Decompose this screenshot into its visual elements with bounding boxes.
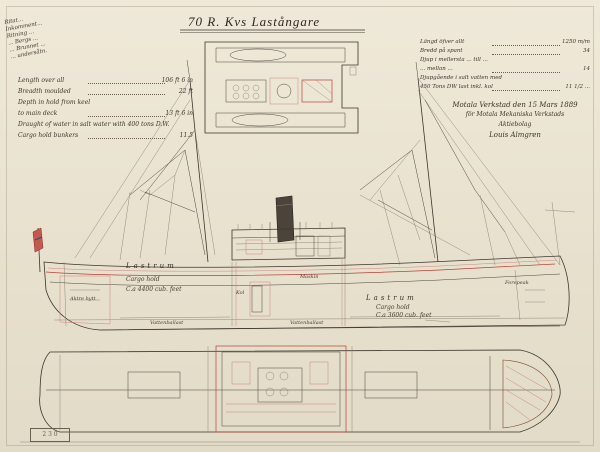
leader-dots: [492, 45, 560, 46]
spec-value: 13 ft 6 in: [165, 110, 193, 117]
upper-deck-plan: [204, 41, 359, 134]
spec-row: 450 Tons DW last inkl. kol 11 1/2 ...: [420, 84, 590, 94]
spec-row: Cargo hold bunkers 11.5: [18, 133, 193, 144]
leader-dots: [88, 83, 165, 84]
spec-row: Längd öfver allt 1250 m/m: [420, 39, 590, 49]
engine-label: Maskin: [300, 274, 319, 280]
signature-line: för Motala Mekaniska Verkstads: [465, 111, 565, 118]
catalog-stamp: 2 3 0: [30, 428, 70, 442]
fore-mast: [74, 59, 216, 263]
spec-label: Draught of water in salt water with 400 …: [18, 121, 170, 128]
spec-label: Depth in hold from keel: [18, 99, 91, 106]
spec-table-left: Length over all 106 ft 6 in Breadth moul…: [18, 78, 193, 144]
hull-profile: [43, 255, 570, 331]
spec-label: Breadth moulded: [18, 88, 71, 95]
lastrum-aft-label: Lastrum: [366, 294, 417, 302]
spec-value: 22 ft: [178, 88, 193, 95]
leader-dots: [88, 116, 165, 117]
leader-dots: [88, 94, 165, 95]
spec-label: Bredd på spant: [420, 48, 463, 54]
spec-value: 34: [583, 48, 590, 54]
cargo-hold-aft-label: Cargo hold: [376, 304, 410, 311]
lastrum-fore-label: Lastrum: [126, 262, 177, 270]
spec-row: Length over all 106 ft 6 in: [18, 78, 193, 89]
spec-value: 14: [583, 66, 590, 72]
spec-label: Djup i mellersta ... till ...: [420, 57, 488, 63]
spec-label: Djupgående i salt vatten med: [420, 75, 502, 81]
spec-row: Breadth moulded 22 ft: [18, 89, 193, 100]
forepeak-label: Forepeak: [505, 280, 529, 286]
aft-cabin-label: Aktre hytt: [70, 296, 96, 302]
cubic-aft-label: C.a 3600 cub. feet: [376, 312, 432, 319]
leader-dots: [88, 138, 165, 139]
spec-row: Djupgående i salt vatten med: [420, 75, 590, 85]
signature-line: Motala Verkstad den 15 Mars 1889: [452, 101, 578, 109]
lower-deck-plan: [39, 345, 561, 433]
funnel: [269, 195, 301, 243]
cubic-fore-label: C.a 4400 cub. feet: [126, 286, 182, 293]
spec-label: Cargo hold bunkers: [18, 132, 79, 139]
spec-row: Draught of water in salt water with 400 …: [18, 122, 193, 133]
spec-row: ... mellan ... 14: [420, 66, 590, 76]
signature-line: Aktiebolag: [498, 121, 532, 128]
coal-label: Kol: [236, 290, 245, 296]
drawing-title: 70 R. Kvs Lastångare: [188, 14, 321, 29]
main-mast: [359, 61, 576, 266]
spec-value: 106 ft 6 in: [161, 77, 193, 84]
spec-value: 1250 m/m: [561, 39, 590, 45]
spec-label: 450 Tons DW last inkl. kol: [420, 84, 493, 90]
spec-row: to main deck 13 ft 6 in: [18, 111, 193, 122]
spec-row: Depth in hold from keel: [18, 100, 193, 111]
signature-block: Motala Verkstad den 15 Mars 1889 för Mot…: [440, 100, 590, 140]
spec-label: Längd öfver allt: [420, 39, 465, 45]
spec-value: 11 1/2 ...: [565, 84, 590, 90]
spec-row: Djup i mellersta ... till ...: [420, 57, 590, 67]
spec-row: Bredd på spant 34: [420, 48, 590, 58]
stern-flag: [32, 227, 44, 273]
leader-dots: [492, 90, 560, 91]
spec-value: 11.5: [179, 132, 193, 139]
water-ballast-label: Vattenballast: [290, 320, 324, 326]
spec-label: Length over all: [18, 77, 65, 84]
deckhouse: [231, 222, 346, 261]
spec-label: ... mellan ...: [420, 66, 453, 72]
spec-table-right: Längd öfver allt 1250 m/m Bredd på spant…: [420, 39, 590, 94]
leader-dots: [492, 72, 560, 73]
signature-line: Louis Almgren: [489, 131, 541, 139]
leader-dots: [492, 54, 560, 55]
water-ballast-label: Vattenballast: [150, 320, 184, 326]
cargo-hold-fore-label: Cargo hold: [126, 276, 160, 283]
spec-label: to main deck: [18, 110, 58, 117]
